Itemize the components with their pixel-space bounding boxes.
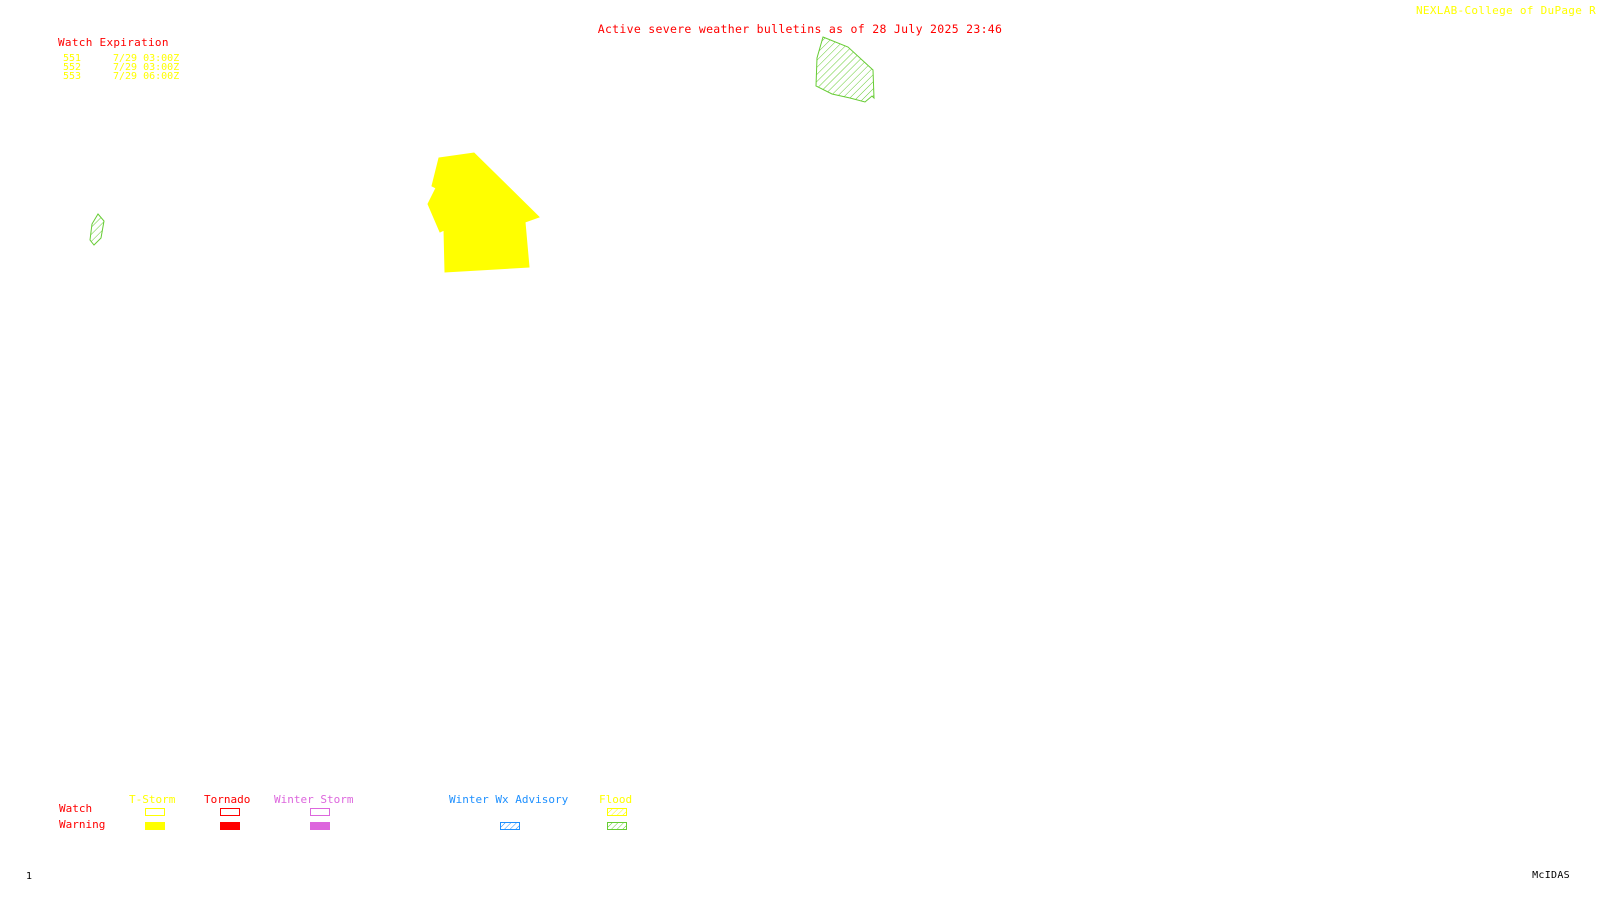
watch-row: 553 7/29 06:00Z: [63, 72, 179, 82]
legend-flood-label: Flood: [599, 793, 633, 806]
watch-row: 552 7/29 03:00Z: [63, 63, 179, 73]
watch-expiration-time: 7/29 03:00Z: [113, 53, 180, 64]
legend-flood-watch-swatch: [607, 808, 627, 816]
watch-row: 551 7/29 03:00Z: [63, 54, 179, 64]
legend-tornado-warning-swatch: [220, 822, 240, 830]
legend-winter-advisory-label: Winter Wx Advisory: [449, 793, 569, 806]
legend-row-watch: Watch: [59, 802, 93, 815]
legend-flood-warning-swatch: [607, 822, 627, 830]
watch-expiration-heading: Watch Expiration: [58, 36, 169, 49]
source-credit: NEXLAB-College of DuPage R: [1416, 4, 1596, 17]
flood-warning-polygon: [89, 213, 105, 246]
frame-number: 1: [26, 871, 33, 882]
flood-warning-polygon: [815, 36, 875, 103]
bulletin-title: Active severe weather bulletins as of 28…: [597, 22, 1003, 36]
watch-expiration-time: 7/29 06:00Z: [113, 71, 180, 82]
watch-number: 551: [63, 53, 82, 64]
legend-winter-storm-warning-swatch: [310, 822, 330, 830]
legend-tstorm-label: T-Storm: [129, 793, 176, 806]
software-label: McIDAS: [1532, 870, 1570, 881]
watch-number: 552: [63, 62, 82, 73]
legend-tornado-watch-swatch: [220, 808, 240, 816]
watch-expiration-time: 7/29 03:00Z: [113, 62, 180, 73]
legend-tornado-label: Tornado: [204, 793, 251, 806]
legend-winter-storm-label: Winter Storm: [274, 793, 354, 806]
legend-tstorm-watch-swatch: [145, 808, 165, 816]
legend-tstorm-warning-swatch: [145, 822, 165, 830]
legend-winter-storm-watch-swatch: [310, 808, 330, 816]
legend-row-warning: Warning: [59, 818, 106, 831]
watch-number: 553: [63, 71, 82, 82]
legend-winter-advisory-warning-swatch: [500, 822, 520, 830]
tstorm-warning-polygon: [427, 152, 540, 273]
